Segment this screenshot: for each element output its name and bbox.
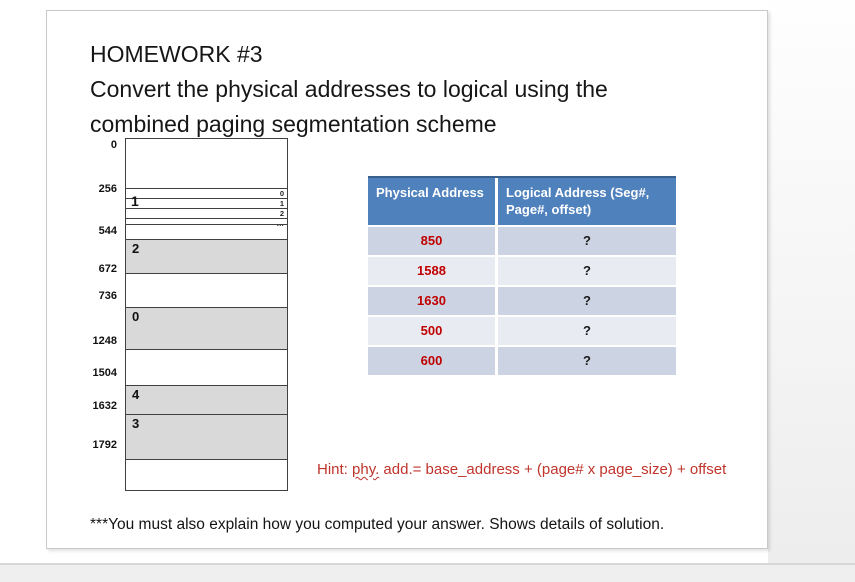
address-label-1504: 1504 [92, 367, 117, 379]
hint-formula: add.= base_address + (page# x page_size)… [379, 461, 727, 478]
address-label-1632: 1632 [92, 400, 117, 412]
footnote-text: ***You must also explain how you compute… [90, 516, 665, 533]
segment-1-label: 1 [131, 193, 139, 209]
page-row-more: … [126, 218, 287, 228]
page-row-2: 2 [126, 208, 287, 218]
page-rows-bottom-line [126, 224, 287, 225]
logical-address-cell: ? [498, 257, 676, 285]
page-number-label: 0 [279, 189, 284, 198]
segment-block-4: 4 [126, 385, 287, 415]
segment-block-3: 3 [126, 415, 287, 460]
logical-address-cell: ? [498, 347, 676, 375]
page-number-label: 2 [279, 209, 284, 218]
table-row: 500 ? [368, 317, 676, 345]
table-row: 850 ? [368, 227, 676, 255]
physical-address-cell: 1588 [368, 257, 498, 285]
title-line-3: combined paging segmentation scheme [90, 111, 497, 137]
physical-address-cell: 600 [368, 347, 498, 375]
address-label-1792: 1792 [92, 439, 117, 451]
title-line-1: HOMEWORK #3 [90, 41, 263, 67]
physical-address-cell: 1630 [368, 287, 498, 315]
page-row-1: 1 [126, 198, 287, 208]
slide: HOMEWORK #3 Convert the physical address… [46, 10, 768, 549]
logical-address-cell: ? [498, 287, 676, 315]
physical-address-cell: 500 [368, 317, 498, 345]
header-physical-address: Physical Address [368, 178, 498, 225]
hint-prefix: Hint: [317, 461, 353, 478]
page-row-0: 0 [126, 188, 287, 198]
address-label-736: 736 [98, 290, 117, 302]
page-title: HOMEWORK #3 Convert the physical address… [90, 37, 608, 142]
page-number-label: 1 [279, 199, 284, 208]
segment-block-0: 0 [126, 307, 287, 350]
logical-address-cell: ? [498, 317, 676, 345]
segment-3-label: 3 [132, 416, 140, 431]
segment-0-label: 0 [132, 309, 140, 324]
title-line-2: Convert the physical addresses to logica… [90, 76, 608, 102]
address-label-544: 544 [98, 225, 117, 237]
physical-address-cell: 850 [368, 227, 498, 255]
canvas-right-background [768, 0, 855, 563]
address-label-1248: 1248 [92, 335, 117, 347]
table-row: 600 ? [368, 347, 676, 375]
segment-4-label: 4 [132, 387, 140, 402]
table-row: 1630 ? [368, 287, 676, 315]
hint-text: Hint: phy. add.= base_address + (page# x… [317, 461, 726, 478]
address-table: Physical Address Logical Address (Seg#, … [368, 176, 676, 375]
segment-block-2: 2 [126, 239, 287, 274]
address-label-256: 256 [98, 183, 117, 195]
logical-address-cell: ? [498, 227, 676, 255]
segment-2-label: 2 [132, 241, 140, 256]
table-row: 1588 ? [368, 257, 676, 285]
memory-map: 0 1 2 … 1 2 0 4 3 [125, 138, 288, 491]
page-number-ellipsis: … [276, 219, 285, 228]
address-label-672: 672 [98, 263, 117, 275]
hint-misspelled-word: phy. [352, 461, 380, 478]
address-label-0: 0 [110, 139, 117, 151]
canvas-bottom-strip [0, 563, 855, 582]
header-logical-address: Logical Address (Seg#, Page#, offset) [506, 185, 650, 217]
table-header-row: Physical Address Logical Address (Seg#, … [368, 176, 676, 225]
